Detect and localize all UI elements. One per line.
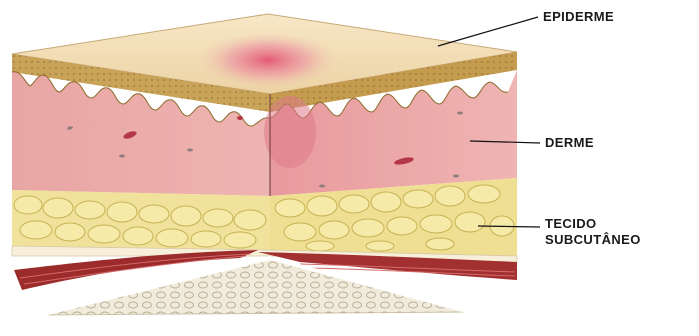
label-epiderme: EPIDERME bbox=[543, 9, 614, 25]
leader-line-epiderme bbox=[438, 17, 538, 46]
label-tecido: TECIDO bbox=[545, 216, 597, 232]
label-subcutaneo: SUBCUTÂNEO bbox=[545, 232, 641, 248]
label-derme: DERME bbox=[545, 135, 594, 151]
